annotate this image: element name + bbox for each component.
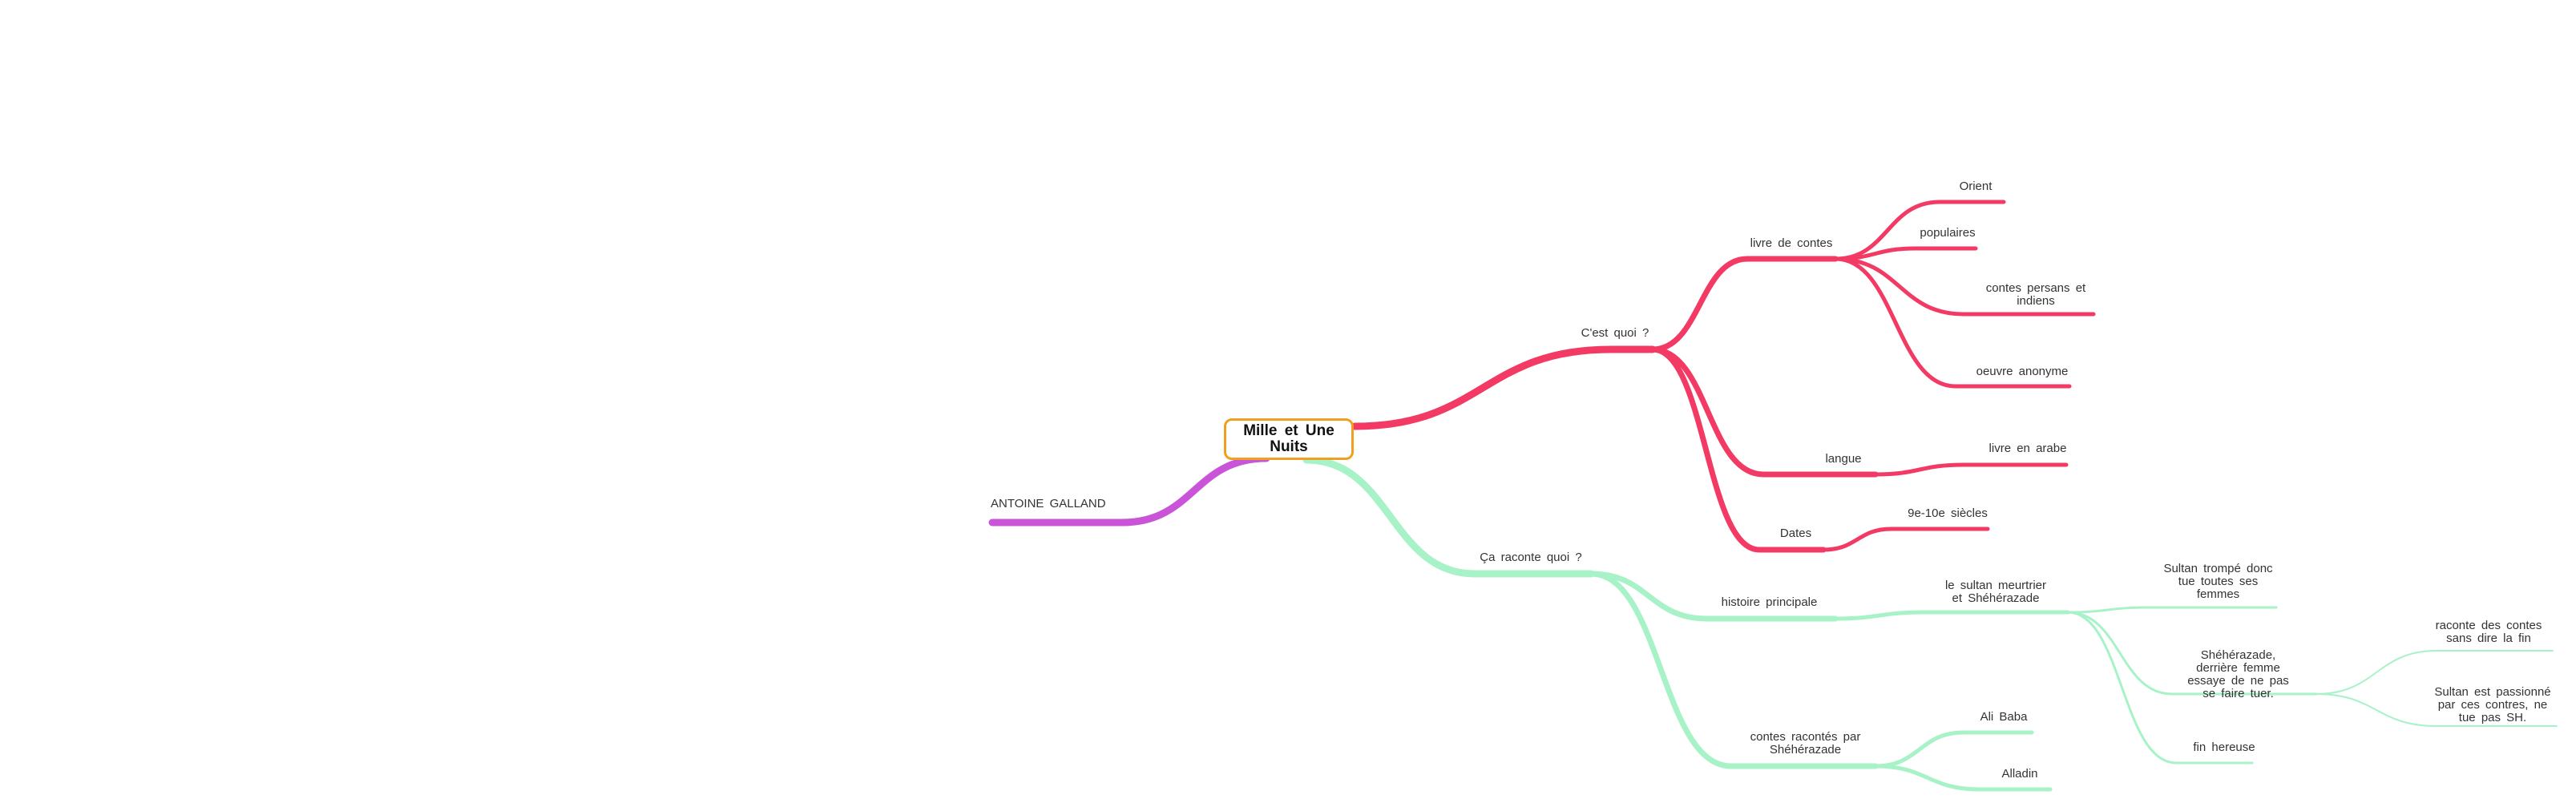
topic-antoine-galland[interactable]: ANTOINE GALLAND [991, 497, 1106, 510]
link-ca-raconte-to-contes [1588, 571, 1879, 769]
topic-contes-racontes-par-sheherazade[interactable]: contes racontés par Shéhérazade [1750, 730, 1861, 757]
topic-9e-10e-siecles[interactable]: 9e-10e siècles [1908, 506, 1988, 520]
topic-fin-hereuse[interactable]: fin hereuse [2193, 740, 2255, 754]
topic-sheherazade-derniere-femme[interactable]: Shéhérazade, derrière femme essaye de ne… [2187, 648, 2289, 700]
topic-ali-baba[interactable]: Ali Baba [1980, 710, 2028, 724]
link-root-to-ca-raconte [1302, 456, 1595, 578]
topic-contes-persans-et-indiens[interactable]: contes persans et indiens [1985, 281, 2086, 308]
topic-cest-quoi[interactable]: C'est quoi ? [1581, 326, 1649, 340]
topic-le-sultan-meurtrier-et-sheherazade[interactable]: le sultan meurtrier et Shéhérazade [1944, 579, 2047, 605]
link-contes-to-alladin [1873, 764, 2053, 792]
topic-populaires[interactable]: populaires [1920, 226, 1976, 240]
central-topic-mille-et-une-nuits[interactable]: Mille et Une Nuits [1224, 418, 1354, 460]
link-langue-to-arabe [1873, 462, 2069, 477]
link-livre-to-contes-persans [1833, 256, 2096, 317]
topic-langue[interactable]: langue [1825, 452, 1862, 466]
link-livre-to-oeuvre [1833, 256, 2072, 389]
topic-histoire-principale[interactable]: histoire principale [1721, 595, 1818, 609]
link-dates-to-siecles [1821, 527, 1990, 552]
topic-alladin[interactable]: Alladin [2001, 767, 2038, 781]
topic-dates[interactable]: Dates [1779, 527, 1812, 540]
link-sultan-to-sheherazade [2066, 611, 2318, 696]
topic-livre-de-contes[interactable]: livre de contes [1750, 236, 1833, 250]
topic-raconte-des-contes[interactable]: raconte des contes sans dire la fin [2435, 619, 2542, 645]
topic-sultan-est-passionne[interactable]: Sultan est passionné par ces contres, ne… [2434, 685, 2551, 724]
link-ca-raconte-to-histoire [1588, 571, 1839, 622]
link-sultan-to-fin [2066, 611, 2254, 765]
link-contes-to-ali-baba [1873, 730, 2034, 769]
topic-ca-raconte-quoi[interactable]: Ça raconte quoi ? [1480, 551, 1582, 564]
link-cest-quoi-to-langue [1649, 346, 1879, 478]
link-cest-quoi-to-livre [1649, 256, 1839, 353]
link-root-to-cest-quoi [1351, 345, 1657, 430]
link-sultan-to-trompe [2066, 606, 2278, 614]
link-root-to-antoine [988, 454, 1270, 527]
topic-oeuvre-anonyme[interactable]: oeuvre anonyme [1976, 365, 2069, 378]
topic-livre-en-arabe[interactable]: livre en arabe [1989, 442, 2067, 455]
link-sheherazade-to-raconte [2316, 650, 2554, 695]
link-cest-quoi-to-dates [1649, 346, 1827, 553]
link-histoire-to-sultan [1833, 610, 2070, 621]
topic-sultan-trompe[interactable]: Sultan trompé donc tue toutes ses femmes [2163, 562, 2273, 601]
topic-orient[interactable]: Orient [1959, 180, 1993, 193]
link-sheherazade-to-passionne [2316, 693, 2558, 727]
